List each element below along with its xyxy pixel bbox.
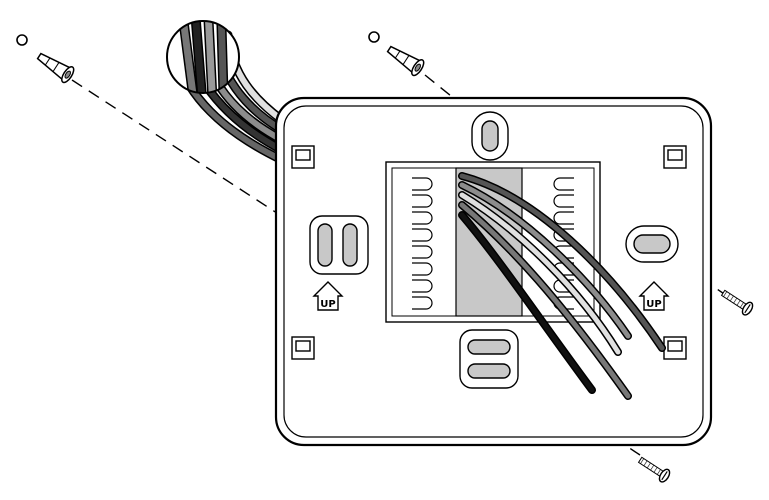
clip-bottom-right	[663, 336, 687, 360]
terminal-slot	[412, 279, 433, 293]
terminal-slot	[412, 245, 433, 259]
terminal-slot	[412, 194, 433, 208]
terminal-slot	[412, 211, 433, 225]
clip-bottom-left	[291, 336, 315, 360]
guide-top-anchor	[424, 74, 457, 101]
bottom-mounting-slots	[459, 329, 519, 389]
terminal-slot	[412, 177, 433, 191]
terminal-slot	[553, 211, 574, 225]
corner-clips	[291, 145, 687, 360]
wire-bundle-terminal	[458, 172, 666, 400]
mounting-screw-icon	[637, 456, 671, 483]
up-arrow-icon: UP	[638, 281, 670, 311]
drill-hole-left	[16, 34, 28, 46]
guide-left-anchor	[71, 79, 281, 216]
wall-anchor-icon	[386, 45, 425, 77]
left-mounting-slots	[309, 215, 369, 275]
top-mounting-slot	[471, 111, 509, 161]
terminal-block	[385, 161, 601, 323]
clip-top-right	[663, 145, 687, 169]
terminal-slot	[412, 262, 433, 276]
clip-top-left	[291, 145, 315, 169]
terminal-slot	[412, 228, 433, 242]
up-arrow-icon: UP	[312, 281, 344, 311]
up-label-left: UP	[320, 299, 335, 310]
drill-hole-top	[368, 31, 380, 43]
wall-anchor-icon	[36, 52, 75, 84]
terminal-slot	[553, 177, 574, 191]
wire-detail-magnifier-icon	[166, 20, 240, 94]
terminal-left-column	[412, 177, 433, 310]
up-label-right: UP	[646, 299, 661, 310]
right-mounting-slot	[625, 225, 679, 263]
terminal-slot	[553, 194, 574, 208]
terminal-slot	[412, 296, 433, 310]
mounting-screw-icon	[720, 289, 754, 316]
